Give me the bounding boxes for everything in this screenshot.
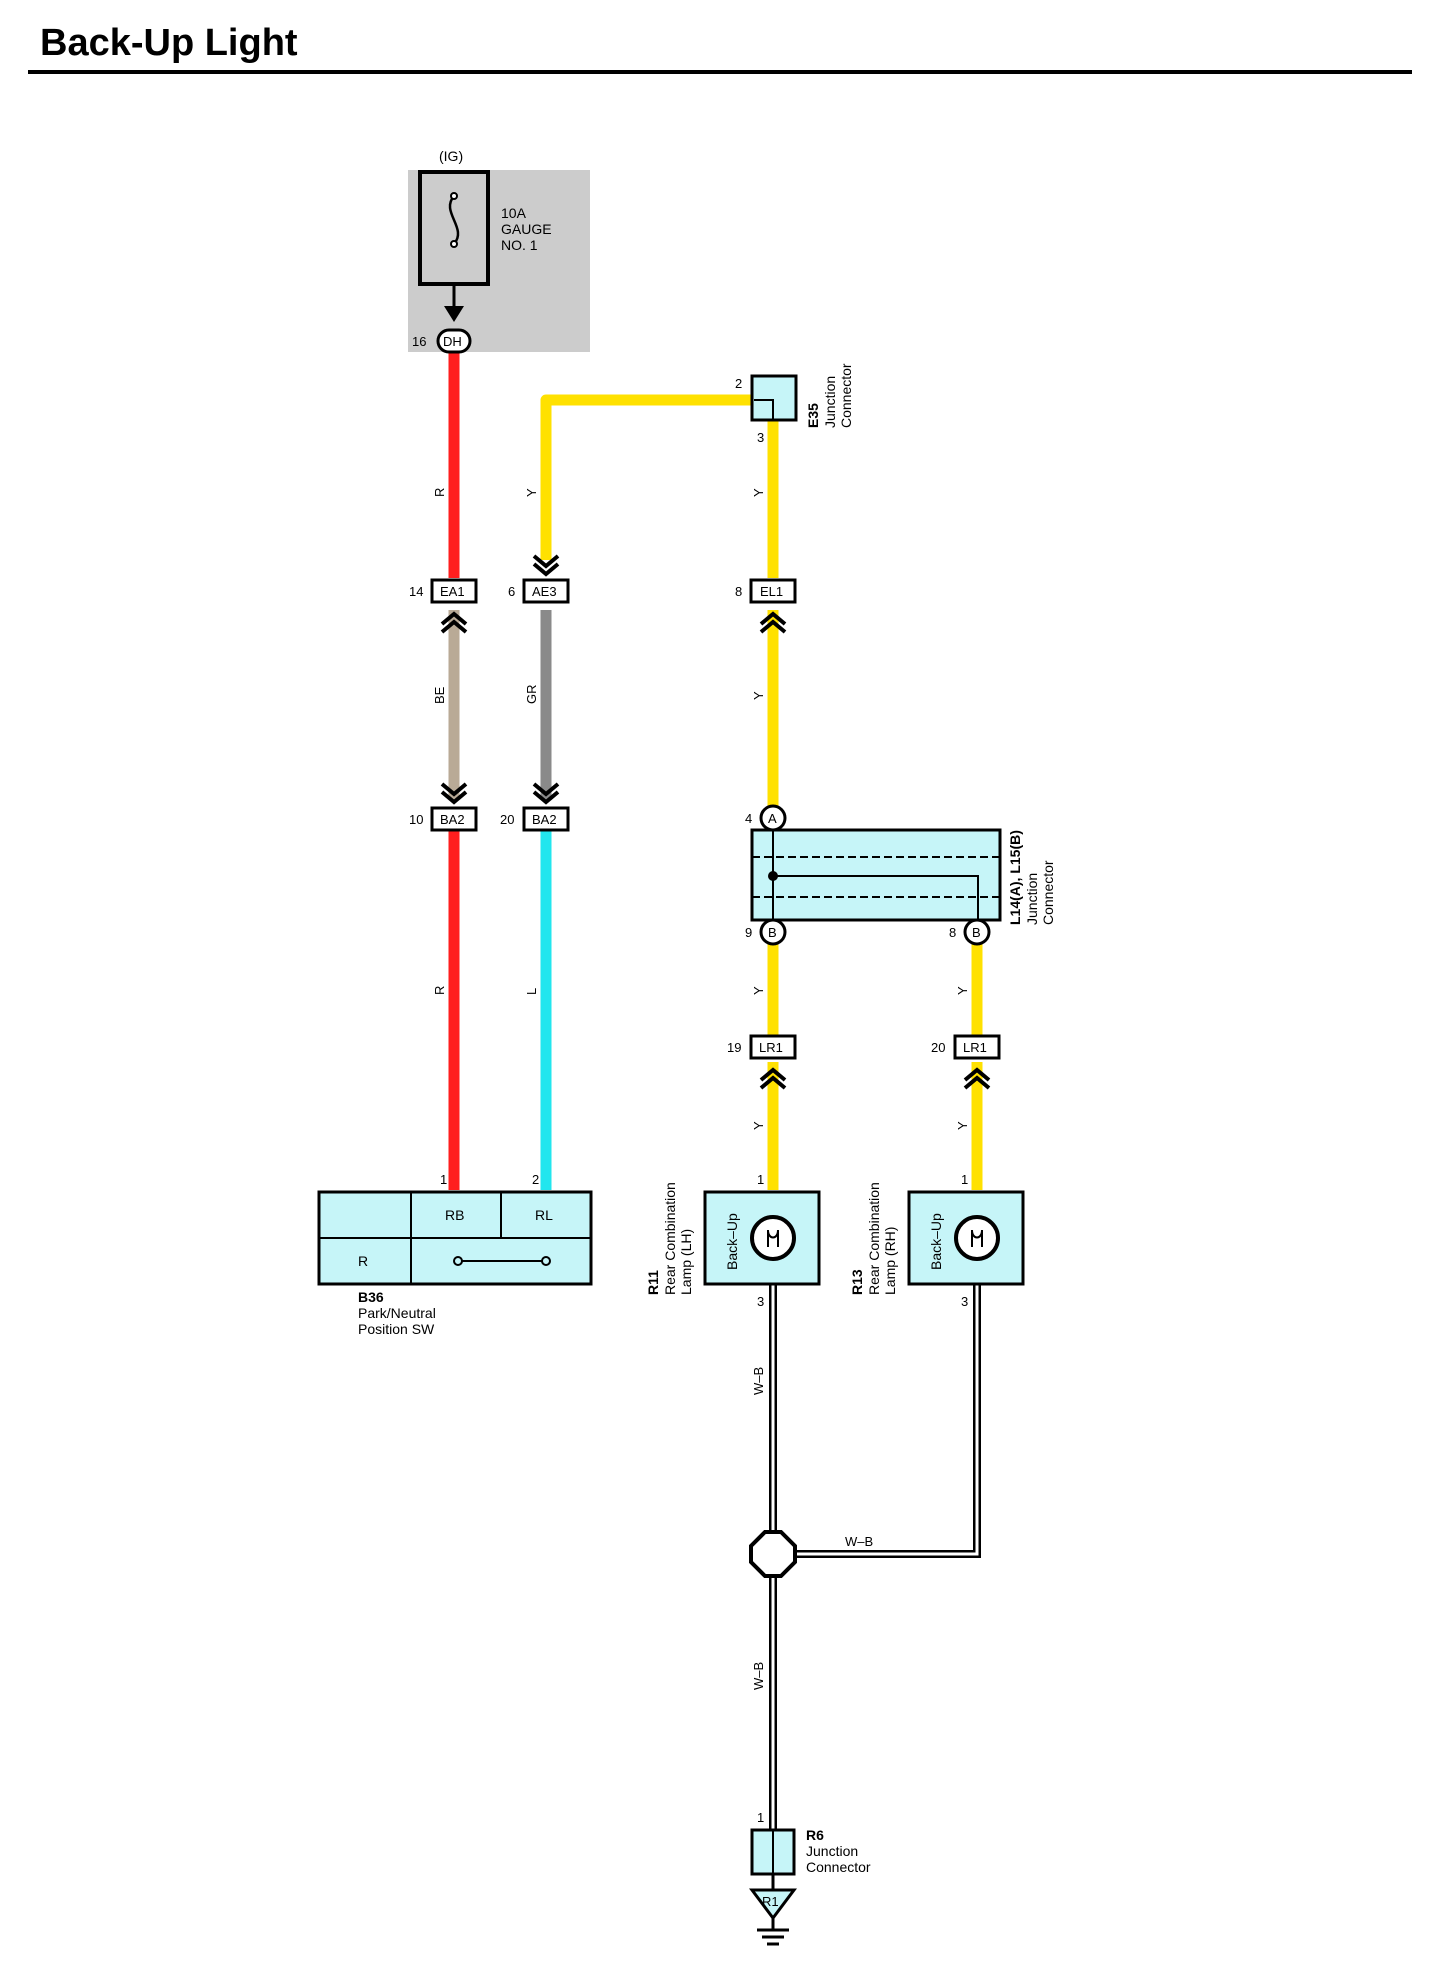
- connector-dh: DH 16: [412, 328, 472, 354]
- r13-desc-line2: Lamp (RH): [882, 1227, 898, 1295]
- r13-pin-top: 1: [961, 1172, 968, 1187]
- connector-dh-code: DH: [443, 334, 462, 349]
- junction-connector-e35: 2 3 E35 Junction Connector: [735, 363, 854, 445]
- r6-desc-line2: Connector: [806, 1859, 871, 1875]
- l14-letter-a: A: [768, 811, 777, 826]
- b36-desc-line1: Park/Neutral: [358, 1305, 436, 1321]
- connector-lr1-left-pin: 19: [727, 1040, 741, 1055]
- wire-label-y-lr1-right: Y: [955, 1121, 970, 1130]
- connector-ae3: AE3 6: [508, 554, 570, 604]
- r11-id: R11: [645, 1270, 661, 1295]
- connector-lr1-right: LR1 20: [931, 1034, 1001, 1090]
- wire-label-y-el1: Y: [751, 691, 766, 700]
- wire-label-y-e35: Y: [751, 488, 766, 497]
- wire-label-gr: GR: [524, 685, 539, 705]
- ground-symbol-icon: R1: [749, 1874, 797, 1946]
- connector-lr1-right-pin: 20: [931, 1040, 945, 1055]
- wire-y-e35-to-ae3: [540, 394, 754, 560]
- fuse-supply-label: (IG): [439, 148, 463, 164]
- r11-inner-label: Back–Up: [724, 1213, 740, 1270]
- connector-el1: EL1 8: [735, 578, 797, 634]
- connector-lr1-right-code: LR1: [963, 1040, 987, 1055]
- l14-id: L14(A), L15(B): [1007, 830, 1023, 925]
- splice-point-icon: [749, 1530, 797, 1578]
- e35-desc-line2: Connector: [838, 363, 854, 428]
- l14-pin-b1: 9: [745, 925, 752, 940]
- b36-pin2: 2: [532, 1172, 539, 1187]
- wire-label-y-l14-right: Y: [955, 986, 970, 995]
- l14-letter-b1: B: [768, 925, 777, 940]
- connector-ea1-pin: 14: [409, 584, 423, 599]
- page-title: Back-Up Light: [40, 22, 298, 64]
- connector-dh-pin: 16: [412, 334, 426, 349]
- b36-id: B36: [358, 1289, 384, 1305]
- connector-ba2-right-pin: 20: [500, 812, 514, 827]
- connector-ae3-code: AE3: [532, 584, 557, 599]
- connector-lr1-left: LR1 19: [727, 1034, 797, 1090]
- wire-label-r-top: R: [432, 488, 447, 497]
- ground-code: R1: [762, 1894, 779, 1909]
- connector-ba2-left-code: BA2: [440, 812, 465, 827]
- r11-pin-bottom: 3: [757, 1294, 764, 1309]
- component-b36-switch: RB RL R 1 2 B36 Park/Neutral Position SW: [317, 1172, 593, 1337]
- connector-lr1-left-code: LR1: [759, 1040, 783, 1055]
- connector-ea1: EA1 14: [409, 578, 478, 634]
- l14-desc-line2: Connector: [1040, 860, 1056, 925]
- wire-label-wb-upper: W–B: [751, 1367, 766, 1395]
- wire-wb-group: [769, 1284, 981, 1830]
- wire-label-l: L: [524, 988, 539, 995]
- r13-pin-bottom: 3: [961, 1294, 968, 1309]
- r11-pin-top: 1: [757, 1172, 764, 1187]
- r13-id: R13: [849, 1269, 865, 1295]
- b36-pin1: 1: [440, 1172, 447, 1187]
- wire-label-wb-horizontal: W–B: [845, 1534, 873, 1549]
- r6-pin: 1: [757, 1810, 764, 1825]
- fuse-box-background: [408, 170, 590, 352]
- junction-connector-r6: 1 R6 Junction Connector: [750, 1810, 871, 1876]
- r13-desc-line1: Rear Combination: [866, 1182, 882, 1295]
- connector-ba2-left-pin: 10: [409, 812, 423, 827]
- connector-ba2-left: BA2 10: [409, 782, 478, 832]
- e35-desc-line1: Junction: [822, 376, 838, 428]
- fuse-number: NO. 1: [501, 237, 538, 253]
- wire-label-y-lr1-left: Y: [751, 1121, 766, 1130]
- junction-connector-l14-l15: A 4 B 9 B 8 L14(A), L15(B) Junction Conn…: [745, 804, 1056, 946]
- connector-el1-code: EL1: [760, 584, 783, 599]
- l14-letter-b2: B: [972, 925, 981, 940]
- r13-inner-label: Back–Up: [928, 1213, 944, 1270]
- b36-col-rl: RL: [535, 1207, 553, 1223]
- component-r11-lamp: Back–Up 1 3 R11 Rear Combination Lamp (L…: [645, 1172, 821, 1309]
- e35-pin-in: 2: [735, 376, 742, 391]
- r6-id: R6: [806, 1827, 824, 1843]
- connector-ba2-right: BA2 20: [500, 782, 570, 832]
- e35-id: E35: [805, 403, 821, 428]
- r6-desc-line1: Junction: [806, 1843, 858, 1859]
- wire-label-y-l14-left: Y: [751, 986, 766, 995]
- b36-col-rb: RB: [445, 1207, 464, 1223]
- wire-label-r-bottom: R: [432, 986, 447, 995]
- r11-desc-line2: Lamp (LH): [678, 1229, 694, 1295]
- l14-desc-line1: Junction: [1024, 873, 1040, 925]
- r11-desc-line1: Rear Combination: [662, 1182, 678, 1295]
- connector-ea1-code: EA1: [440, 584, 465, 599]
- wire-label-be: BE: [432, 686, 447, 704]
- connector-ba2-right-code: BA2: [532, 812, 557, 827]
- connector-el1-pin: 8: [735, 584, 742, 599]
- page-header: Back-Up Light: [28, 16, 1412, 74]
- e35-pin-out: 3: [757, 430, 764, 445]
- b36-desc-line2: Position SW: [358, 1321, 435, 1337]
- l14-pin-a: 4: [745, 811, 752, 826]
- wire-label-y-top: Y: [524, 488, 539, 497]
- fuse-name: GAUGE: [501, 221, 552, 237]
- l14-pin-b2: 8: [949, 925, 956, 940]
- fuse-rating: 10A: [501, 205, 527, 221]
- component-r13-lamp: Back–Up 1 3 R13 Rear Combination Lamp (R…: [849, 1172, 1025, 1309]
- connector-ae3-pin: 6: [508, 584, 515, 599]
- wire-label-wb-lower: W–B: [751, 1662, 766, 1690]
- b36-row-r: R: [358, 1253, 368, 1269]
- fuse-block: (IG) 10A GAUGE NO. 1: [408, 148, 590, 352]
